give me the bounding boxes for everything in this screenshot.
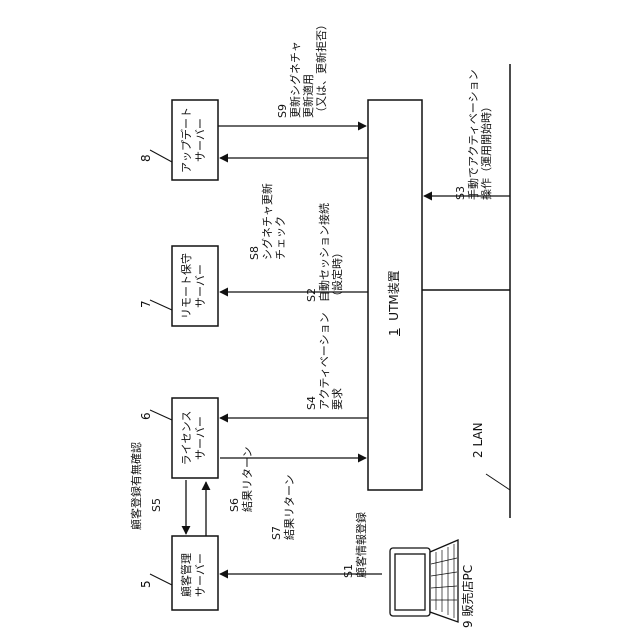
customer-server-label: 顧客管理 サーバー — [180, 538, 208, 612]
step-s3-label: S3 手動でアクティベーション 操作（運用開始時） — [454, 69, 493, 200]
leader-7 — [150, 300, 172, 310]
utm-name: UTM装置 — [387, 270, 401, 320]
update-server-label: アップデート サーバー — [180, 100, 208, 180]
node-number-8: 8 — [140, 154, 153, 162]
laptop-icon — [390, 540, 458, 622]
pc-label: 9 販売店PC — [462, 565, 475, 628]
node-number-6: 6 — [140, 412, 153, 420]
leader-5 — [150, 574, 172, 585]
step-s8-label: S8 シグネチャ更新 チェック — [248, 183, 287, 260]
pc-number: 9 — [461, 620, 475, 628]
step-s7-label: S7 結果リターン — [270, 475, 296, 540]
leader-8 — [150, 150, 172, 162]
step-s5-label: 顧客登録有無確認 — [130, 442, 143, 530]
lan-label: 2 LAN — [472, 422, 485, 458]
utm-number: 1 — [387, 328, 401, 336]
utm-label: 1 UTM装置 — [388, 270, 401, 336]
step-s1-label: S1 顧客情報登録 — [342, 512, 368, 578]
node-number-5: 5 — [140, 580, 153, 588]
leader-6 — [150, 410, 172, 420]
node-number-7: 7 — [140, 300, 153, 308]
pc-name: 販売店PC — [461, 565, 475, 617]
step-s9-label: S9 更新シグネチャ 更新適用 （又は、更新拒否） — [276, 19, 328, 118]
license-server-label: ライセンス サーバー — [180, 398, 208, 478]
remote-server-label: リモート保守 サーバー — [180, 246, 208, 326]
leader-lan — [486, 474, 510, 490]
step-s4-label: S4 アクティベーション 要求 — [305, 312, 344, 410]
step-s2-label: S2 自動セッション接続 （設定時） — [305, 203, 344, 302]
step-s5-id: S5 — [150, 498, 163, 512]
step-s6-label: S6 結果リターン — [228, 447, 254, 512]
